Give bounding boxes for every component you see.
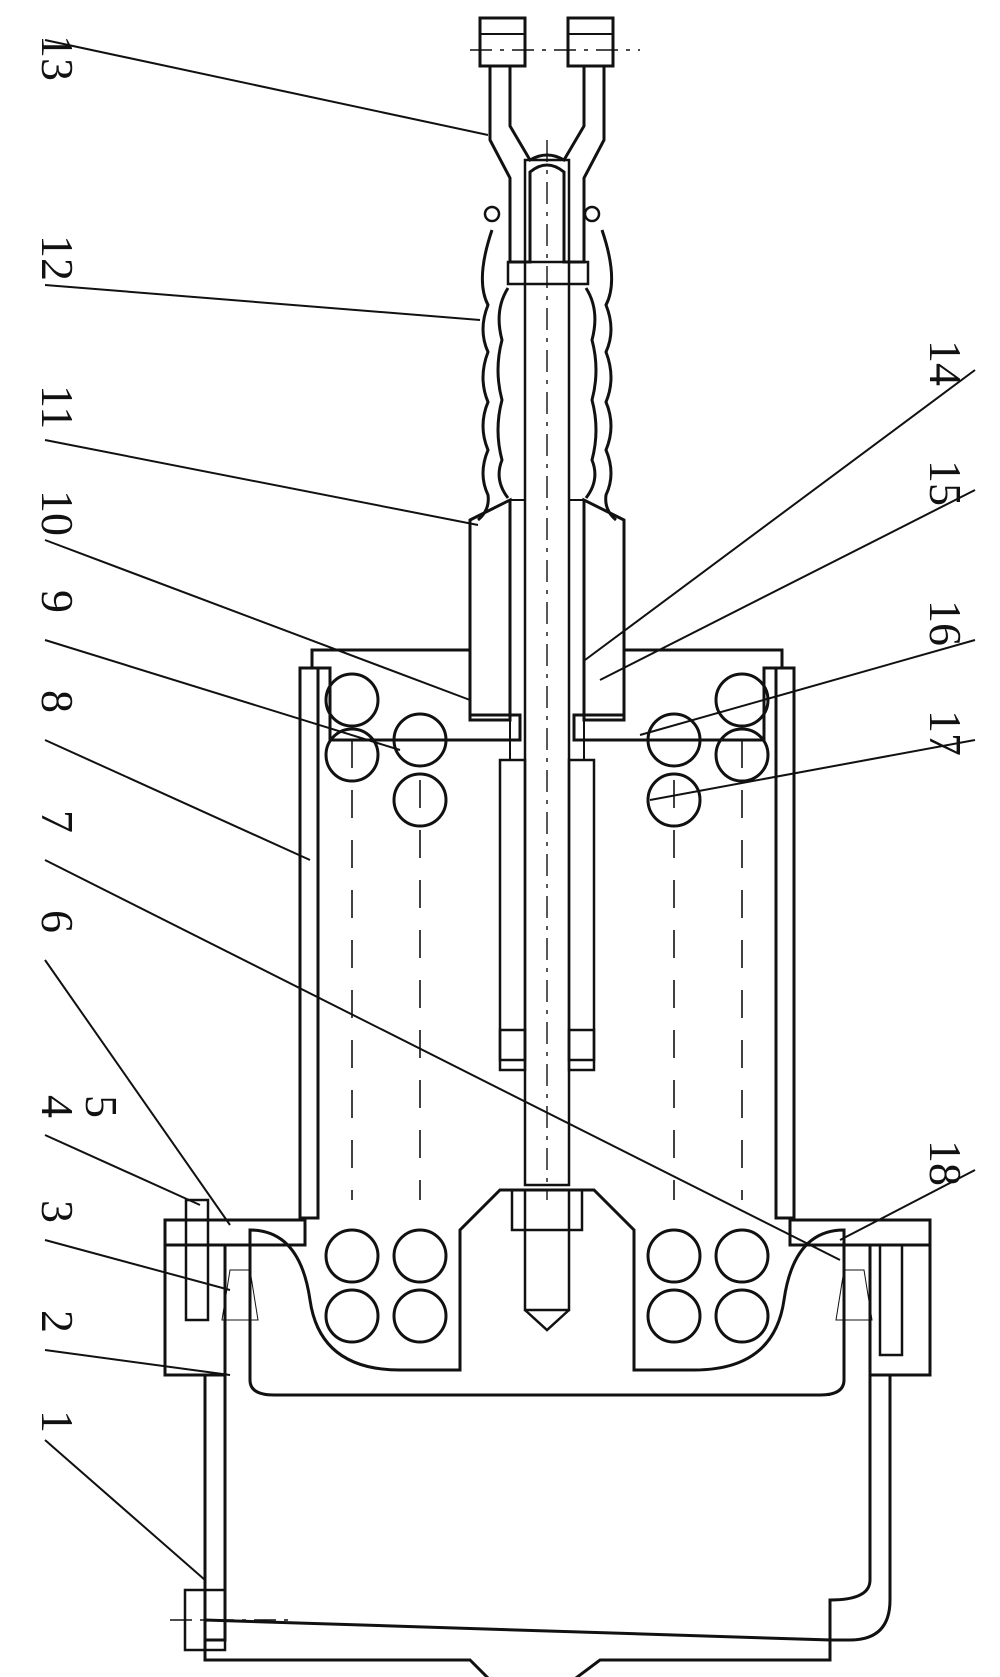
- callout-13: 13: [32, 35, 83, 81]
- rubber-boot: [477, 229, 617, 522]
- inner-guide-tube: [498, 758, 596, 1072]
- callout-18: 18: [920, 1140, 971, 1186]
- callout-labels: 13 12 11 10 9 8 7 6 5 4 3 2 1 14 15 16 1…: [32, 35, 971, 1433]
- clamp-ring-flange: [163, 1198, 932, 1377]
- callout-8: 8: [32, 690, 83, 713]
- callout-6: 6: [32, 910, 83, 933]
- clevis-fork: [470, 16, 640, 286]
- lower-spring-coils: [324, 1228, 770, 1344]
- leader-lines: [44, 39, 976, 1581]
- callout-7: 7: [32, 810, 83, 833]
- callout-16: 16: [920, 600, 971, 646]
- callout-10: 10: [32, 490, 83, 536]
- callout-1: 1: [32, 1410, 83, 1433]
- callout-2: 2: [32, 1310, 83, 1333]
- callout-14: 14: [920, 340, 971, 386]
- callout-15: 15: [920, 460, 971, 506]
- callout-11: 11: [32, 385, 83, 429]
- callout-4: 4: [32, 1095, 83, 1118]
- callout-5: 5: [76, 1095, 127, 1118]
- callout-3: 3: [32, 1200, 83, 1223]
- lower-housing-bowl: [170, 1373, 892, 1677]
- callout-17: 17: [920, 710, 971, 756]
- piston-rod: [523, 140, 571, 1200]
- callout-9: 9: [32, 590, 83, 613]
- upper-spring-coils: [324, 672, 770, 828]
- spring-cylinder-housing: [298, 648, 796, 1220]
- callout-12: 12: [32, 235, 83, 281]
